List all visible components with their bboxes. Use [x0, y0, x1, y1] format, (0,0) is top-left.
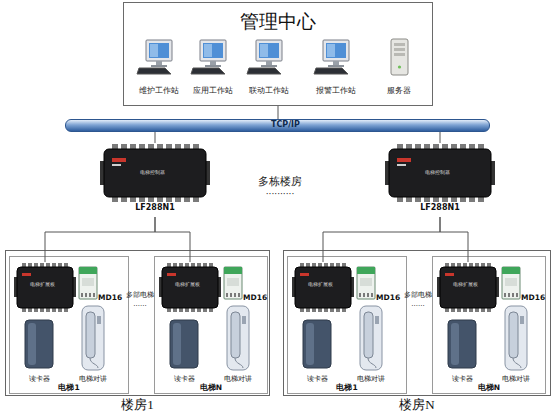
elevator-intercom: 电梯对讲 [491, 304, 541, 384]
elevator-label: 电梯1 [288, 384, 406, 392]
connector-line [440, 132, 441, 143]
card-reader: 读卡器 [439, 318, 485, 384]
elevator-controller: 电梯控制器 LF288N1 [100, 143, 210, 217]
md16-label: MD16 [98, 294, 122, 302]
elevator-box: 电梯1 电梯扩展板 MD16 读卡器电梯对讲 [287, 256, 407, 394]
elevator-extension-board: 电梯扩展板 [292, 262, 354, 314]
building-box: 楼房1电梯1电梯扩展板MD16读卡器电梯对讲电梯N电梯扩展板MD16读卡器电梯对… [5, 250, 270, 396]
ctrl-label: LF288N1 [100, 204, 210, 213]
elevator-box: 电梯1 电梯扩展板 MD16 读卡器电梯对讲 [9, 256, 129, 394]
intercom-graphic [213, 304, 263, 384]
note-label: 多部电梯 [403, 292, 433, 299]
workstation-icon: 维护工作站 [135, 37, 183, 97]
reader-label: 读卡器 [161, 376, 207, 384]
note-label: 多部电梯 [125, 292, 155, 299]
elevator-extension-board: 电梯扩展板 [14, 262, 76, 314]
board-graphic [437, 262, 499, 314]
reader-graphic [439, 318, 485, 384]
ellipsis-mark: ······ [403, 303, 433, 311]
station-label: 联动工作站 [245, 87, 293, 95]
connector-line [278, 106, 279, 119]
board-label: 电梯扩展板 [175, 283, 200, 288]
board-label: 电梯扩展板 [30, 283, 55, 288]
intercom-label: 电梯对讲 [346, 376, 396, 384]
workstation-icon: 联动工作站 [245, 37, 293, 97]
workstation-icon: 应用工作站 [189, 37, 237, 97]
reader-label: 读卡器 [439, 376, 485, 384]
connector-line [155, 132, 156, 143]
building-box: 楼房N电梯1电梯扩展板MD16读卡器电梯对讲电梯N电梯扩展板MD16读卡器电梯对… [283, 250, 551, 396]
station-label: 维护工作站 [135, 87, 183, 95]
md16-module: MD16 [223, 266, 267, 306]
intercom-graphic [491, 304, 541, 384]
building-label: 楼房1 [6, 398, 269, 412]
elevator-label: 电梯N [433, 384, 545, 392]
elevator-label: 电梯1 [10, 384, 128, 392]
elevator-box: 电梯N 电梯扩展板 MD16 读卡器电梯对讲 [432, 256, 546, 394]
ellipsis-mark: ······ [125, 303, 155, 311]
md16-module: MD16 [501, 266, 545, 306]
md16-module: MD16 [78, 266, 122, 306]
elevator-extension-board: 电梯扩展板 [159, 262, 221, 314]
server-icon: 服务器 [375, 37, 423, 97]
reader-label: 读卡器 [294, 376, 340, 384]
intercom-graphic [68, 304, 118, 384]
management-center-box: 管理中心维护工作站应用工作站联动工作站 报警工作站 服务器 [123, 2, 433, 106]
board-label: 电梯扩展板 [453, 283, 478, 288]
card-reader: 读卡器 [16, 318, 62, 384]
center-label: 管理中心 [124, 11, 432, 32]
elevator-intercom: 电梯对讲 [346, 304, 396, 384]
md16-label: MD16 [243, 294, 267, 302]
workstation-icon: 报警工作站 [312, 37, 360, 97]
md16-label: MD16 [521, 294, 545, 302]
elevator-box: 电梯N 电梯扩展板 MD16 读卡器电梯对讲 [154, 256, 268, 394]
elevator-intercom: 电梯对讲 [68, 304, 118, 384]
reader-label: 读卡器 [16, 376, 62, 384]
bus-label: TCP/IP [271, 121, 300, 130]
reader-graphic [16, 318, 62, 384]
intercom-label: 电梯对讲 [491, 376, 541, 384]
station-label: 应用工作站 [189, 87, 237, 95]
board-label: 电梯扩展板 [308, 283, 333, 288]
intercom-graphic [346, 304, 396, 384]
elevator-intercom: 电梯对讲 [213, 304, 263, 384]
elevator-extension-board: 电梯扩展板 [437, 262, 499, 314]
md16-module: MD16 [356, 266, 400, 306]
board-graphic [159, 262, 221, 314]
ellipsis-mark: ·········· [240, 190, 320, 200]
intercom-label: 电梯对讲 [213, 376, 263, 384]
card-reader: 读卡器 [161, 318, 207, 384]
station-label: 报警工作站 [312, 87, 360, 95]
ctrl-label: LF288N1 [385, 204, 495, 213]
note-label: 多栋楼房 [240, 176, 320, 188]
md16-label: MD16 [376, 294, 400, 302]
ctrl-label: 电梯控制器 [425, 170, 450, 176]
intercom-label: 电梯对讲 [68, 376, 118, 384]
elevator-label: 电梯N [155, 384, 267, 392]
server-label: 服务器 [375, 87, 423, 95]
card-reader: 读卡器 [294, 318, 340, 384]
ctrl-label: 电梯控制器 [140, 170, 165, 176]
building-label: 楼房N [284, 398, 550, 412]
reader-graphic [161, 318, 207, 384]
tcp-ip-bus: TCP/IP [65, 119, 490, 132]
reader-graphic [294, 318, 340, 384]
elevator-controller: 电梯控制器 LF288N1 [385, 143, 495, 217]
board-graphic [14, 262, 76, 314]
board-graphic [292, 262, 354, 314]
